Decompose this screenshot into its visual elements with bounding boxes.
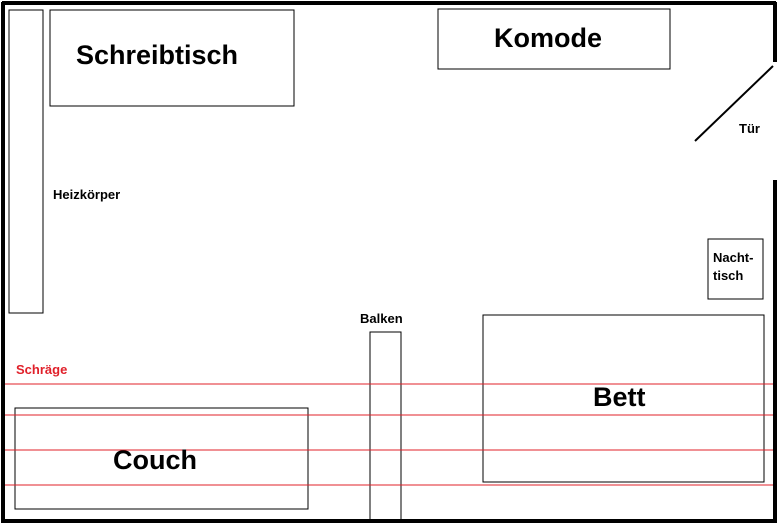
heizkoerper-label: Heizkörper <box>53 187 121 202</box>
balken-label: Balken <box>360 311 403 326</box>
tuer-label: Tür <box>739 121 760 136</box>
komode-shape <box>437 8 671 70</box>
door-leaf <box>694 65 774 142</box>
komode-label: Komode <box>494 23 602 53</box>
bett-shape <box>482 314 765 483</box>
nachttisch-label-line1: Nacht- <box>713 250 754 265</box>
couch-shape <box>14 407 309 510</box>
heizkoerper-shape <box>8 9 44 314</box>
schraege-label: Schräge <box>16 362 68 377</box>
schreibtisch-shape <box>49 9 295 107</box>
nachttisch-shape <box>707 238 764 300</box>
bett-label: Bett <box>593 382 646 412</box>
nachttisch-label-line2: tisch <box>713 268 744 283</box>
couch-label: Couch <box>113 445 197 475</box>
schreibtisch-label: Schreibtisch <box>76 40 239 70</box>
balken-shape <box>369 331 402 523</box>
